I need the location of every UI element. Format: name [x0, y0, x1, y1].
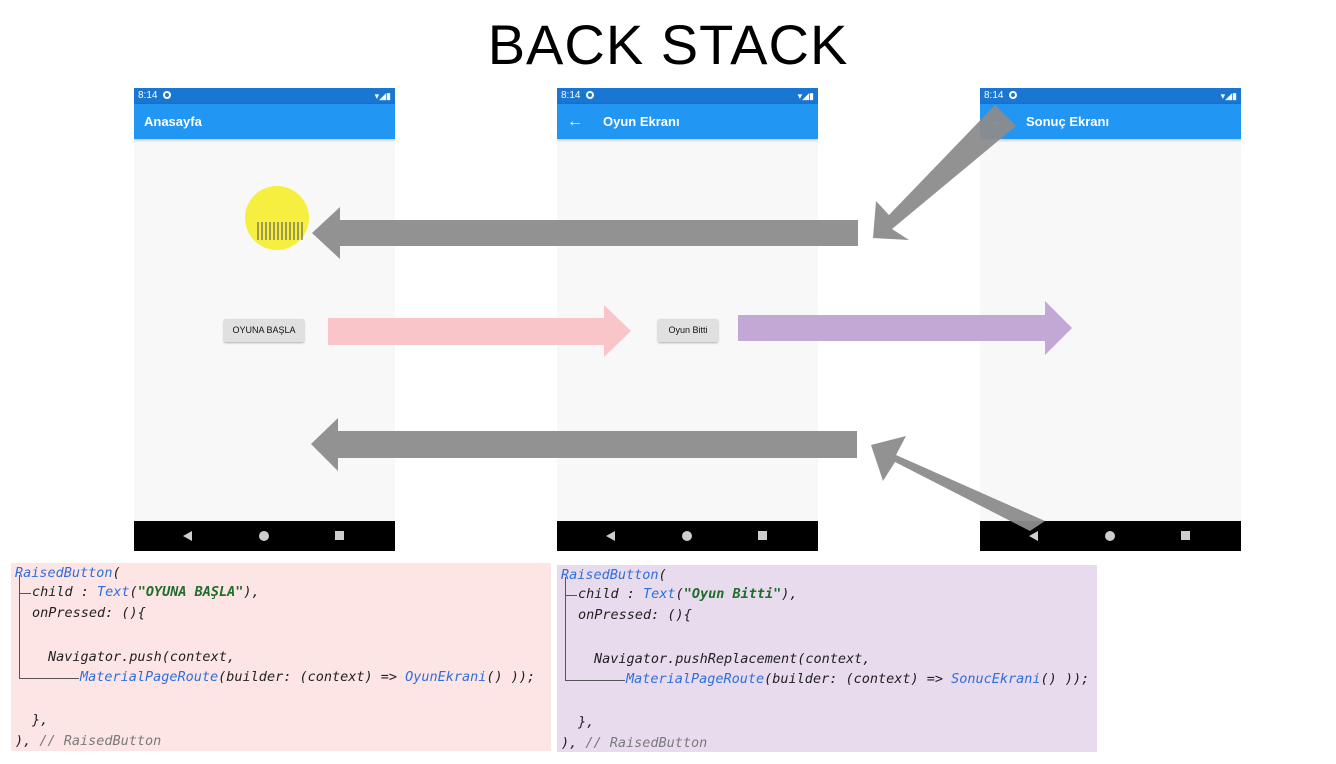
nav-recents-icon[interactable] [758, 531, 767, 540]
back-arrow-bottom [311, 418, 857, 471]
back-arrow-icon[interactable]: ← [567, 113, 583, 130]
nav-home-icon[interactable] [682, 531, 692, 541]
status-time: 8:14 [138, 90, 158, 101]
nav-home-icon[interactable] [259, 531, 269, 541]
nav-back-icon[interactable] [1029, 531, 1038, 541]
notification-icon [586, 91, 595, 99]
page-title: BACK STACK [487, 13, 849, 76]
nav-home-icon[interactable] [1105, 531, 1115, 541]
nav-recents-icon[interactable] [335, 531, 344, 540]
nav-back-icon[interactable] [183, 531, 192, 541]
code-block-push: RaisedButton( child : Text("OYUNA BAŞLA"… [11, 563, 551, 751]
nav-back-icon[interactable] [606, 531, 615, 541]
signal-battery-icon: ▾◢▮ [374, 91, 391, 101]
status-time: 8:14 [561, 90, 581, 101]
status-bar: 8:14 ▾◢▮ [980, 88, 1241, 104]
app-bar-title: Sonuç Ekranı [1026, 114, 1110, 129]
notification-icon [1009, 91, 1018, 99]
status-bar: 8:14 ▾◢▮ [134, 88, 395, 104]
android-nav-bar [134, 521, 395, 551]
signal-battery-icon: ▾◢▮ [797, 91, 814, 101]
app-bar-title: Oyun Ekranı [603, 114, 680, 129]
status-time: 8:14 [984, 90, 1004, 101]
oyun-bitti-button[interactable]: Oyun Bitti [658, 319, 718, 342]
nav-recents-icon[interactable] [1181, 531, 1190, 540]
status-bar: 8:14 ▾◢▮ [557, 88, 818, 104]
notification-icon [163, 91, 172, 99]
signal-battery-icon: ▾◢▮ [1220, 91, 1237, 101]
back-arrow-diagonal-top [873, 105, 1016, 240]
push-arrow [328, 305, 631, 357]
oyuna-basla-button[interactable]: OYUNA BAŞLA [224, 319, 304, 342]
app-bar: ← Sonuç Ekranı [980, 104, 1241, 139]
back-arrow-top [312, 207, 858, 259]
back-arrow-diagonal-bottom [871, 436, 1045, 531]
push-replacement-arrow [738, 301, 1072, 355]
android-nav-bar [557, 521, 818, 551]
app-bar-title: Anasayfa [144, 114, 202, 129]
code-block-push-replacement: RaisedButton( child : Text("Oyun Bitti")… [557, 565, 1097, 752]
app-bar: Anasayfa [134, 104, 395, 139]
loading-sun-icon [245, 186, 309, 250]
app-bar: ← Oyun Ekranı [557, 104, 818, 139]
